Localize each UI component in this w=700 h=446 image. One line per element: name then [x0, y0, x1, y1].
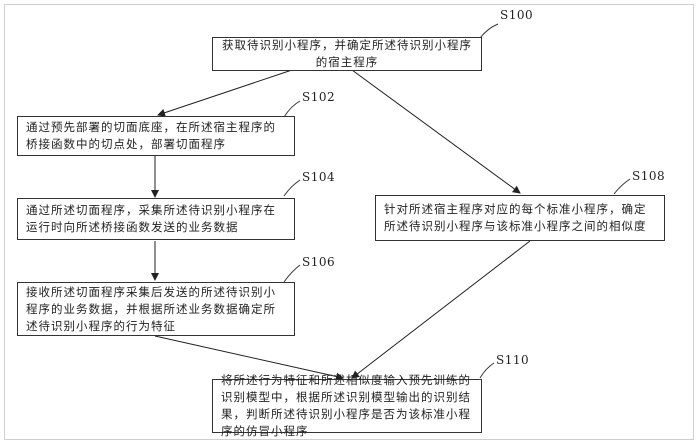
step-box-s100: 获取待识别小程序，并确定所述待识别小程序的宿主程序	[212, 37, 482, 71]
step-label-s102: S102	[302, 90, 336, 104]
step-label-s104: S104	[302, 170, 336, 184]
diagram-frame	[4, 4, 694, 440]
arrow-s100-s102	[157, 69, 293, 117]
step-box-s108: 针对所述宿主程序对应的每个标准小程序，确定所述待识别小程序与该标准小程序之间的相…	[375, 195, 665, 241]
leader-s102	[283, 100, 301, 118]
arrow-s108-s110	[351, 240, 531, 379]
step-box-s106: 接收所述切面程序采集后发送的所述待识别小程序的业务数据，并根据所述业务数据确定所…	[17, 282, 295, 336]
step-text-s108: 针对所述宿主程序对应的每个标准小程序，确定所述待识别小程序与该标准小程序之间的相…	[384, 202, 647, 233]
step-text-s102: 通过预先部署的切面底座，在所述宿主程序的桥接函数中的切点处，部署切面程序	[26, 120, 276, 151]
leader-s100	[479, 23, 499, 39]
arrow-s106-s110	[154, 335, 344, 381]
step-text-s104: 通过所述切面程序，采集所述待识别小程序在运行时向所述桥接函数发送的业务数据	[26, 203, 276, 234]
step-text-s110: 将所述行为特征和所述相似度输入预先训练的识别模型中，根据所述识别模型输出的识别结…	[221, 373, 471, 438]
leader-s108	[613, 178, 631, 195]
step-label-s106: S106	[302, 255, 336, 269]
step-box-s110: 将所述行为特征和所述相似度输入预先训练的识别模型中，根据所述识别模型输出的识别结…	[212, 373, 482, 438]
leader-s104	[283, 179, 301, 197]
step-text-s100: 获取待识别小程序，并确定所述待识别小程序的宿主程序	[222, 38, 472, 69]
leader-s110	[479, 362, 495, 379]
step-label-s110: S110	[496, 353, 530, 367]
step-text-s106: 接收所述切面程序采集后发送的所述待识别小程序的业务数据，并根据所述业务数据确定所…	[26, 284, 276, 333]
step-label-s100: S100	[500, 8, 534, 22]
step-label-s108: S108	[632, 169, 666, 183]
step-box-s104: 通过所述切面程序，采集所述待识别小程序在运行时向所述桥接函数发送的业务数据	[17, 198, 295, 240]
arrow-s100-s108	[351, 69, 521, 194]
step-box-s102: 通过预先部署的切面底座，在所述宿主程序的桥接函数中的切点处，部署切面程序	[17, 116, 295, 156]
leader-s106	[283, 264, 301, 283]
